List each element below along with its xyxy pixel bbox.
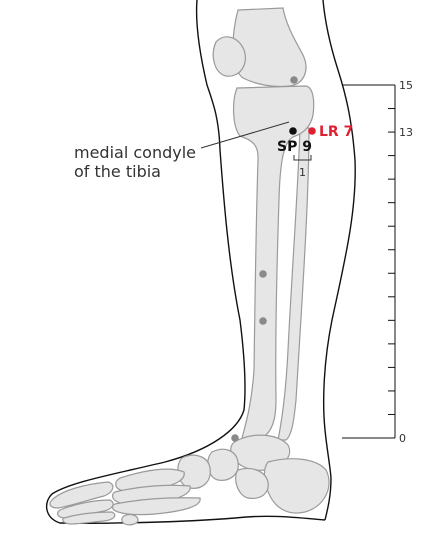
leg-outline-back: [322, 0, 356, 521]
scale-label-0: 0: [399, 432, 406, 445]
scale-label-13: 13: [399, 126, 413, 139]
ankle-marker: [231, 434, 239, 442]
leg-outline: [45, 0, 356, 524]
calcaneus: [263, 458, 330, 514]
condyle-label-line2: of the tibia: [74, 162, 161, 181]
metatarsal-3: [112, 497, 201, 516]
fibula: [277, 127, 310, 441]
patella: [212, 36, 246, 77]
lr7-label: LR 7: [319, 124, 353, 140]
spacing-label: 1: [299, 166, 306, 179]
navicular: [207, 448, 239, 481]
toe-phalanges-3: [62, 511, 116, 525]
measurement-scale: [342, 84, 396, 439]
toe-phalanges-1: [49, 481, 114, 509]
condyle-leader-line: [200, 121, 290, 149]
toe-phalanges-2: [57, 499, 114, 519]
knee-bones: [212, 7, 307, 88]
shin-marker-lower: [259, 317, 267, 325]
landmark-markers: [231, 76, 298, 442]
condyle-label-line1: medial condyle: [74, 143, 196, 162]
knee-crease-marker: [290, 76, 298, 84]
foot-bones: [49, 434, 330, 526]
scale-ticks: [388, 108, 395, 415]
spacing-bracket: [293, 155, 312, 161]
scale-label-15: 15: [399, 79, 413, 92]
lr7-point: [308, 127, 316, 135]
shin-marker-upper: [259, 270, 267, 278]
sp9-point: [289, 127, 297, 135]
sp9-label: SP 9: [277, 139, 312, 155]
femur: [232, 7, 307, 88]
cuboid: [235, 467, 269, 499]
leg-outline-front: [45, 0, 326, 524]
sesamoid: [121, 514, 139, 526]
